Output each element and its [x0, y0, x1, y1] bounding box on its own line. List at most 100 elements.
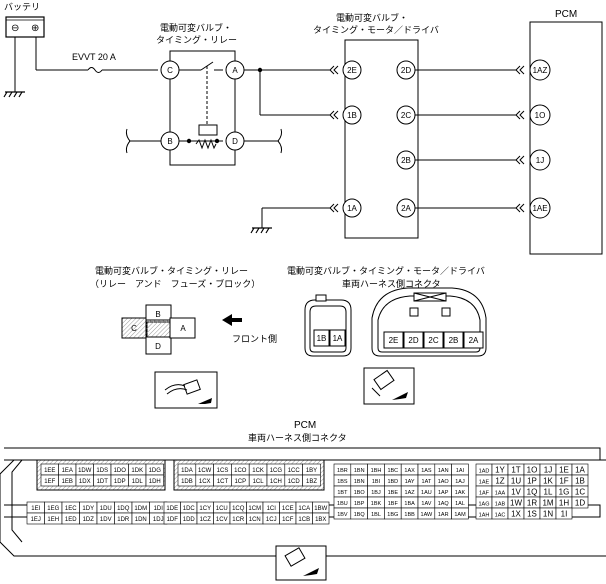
svg-text:1CQ: 1CQ — [232, 506, 245, 512]
pcm-conn-cell: 1B — [571, 474, 589, 487]
svg-text:1CM: 1CM — [248, 506, 261, 512]
pcm-conn-cell: 1AQ — [434, 496, 452, 509]
svg-text:C: C — [167, 66, 173, 75]
pcm-conn-cell: 1EB — [58, 474, 77, 487]
pcm-conn-cell: 1CB — [295, 512, 313, 525]
pcm-conn-cell: 1DN — [131, 512, 150, 525]
pcm-conn-cell: 1CR — [229, 512, 247, 525]
pcm-conn-cell: 1W — [507, 496, 525, 509]
connector-symbols — [329, 65, 525, 213]
svg-text:1DS: 1DS — [96, 468, 108, 474]
svg-text:1AD: 1AD — [479, 468, 490, 474]
svg-text:1I: 1I — [561, 509, 568, 518]
pcm-conn-cell: 1CK — [248, 463, 268, 476]
relay-conn-pin-a: A — [180, 324, 186, 333]
pcm-conn-cell: 1AV — [417, 496, 436, 509]
svg-text:1DZ: 1DZ — [83, 517, 95, 523]
svg-text:1BY: 1BY — [306, 468, 317, 474]
pcm-conn-cell: 1BV — [333, 507, 352, 520]
pcm-conn-cell: 1DD — [180, 512, 198, 525]
svg-text:1N: 1N — [543, 509, 553, 518]
pcm-conn-cell: 1AM — [451, 507, 469, 520]
pcm-conn-cell: 1I — [555, 507, 573, 520]
svg-text:1L: 1L — [544, 487, 553, 496]
svg-text:2C: 2C — [401, 111, 411, 120]
svg-text:1CO: 1CO — [234, 468, 247, 474]
pcm-conn-cell: 1J — [539, 463, 557, 476]
svg-text:1Y: 1Y — [495, 465, 505, 474]
svg-text:1BL: 1BL — [371, 512, 381, 518]
pcm-pin-1az: 1AZ — [529, 59, 551, 81]
svg-text:1CW: 1CW — [198, 468, 212, 474]
pcm-conn-cell: 1ED — [61, 512, 80, 525]
svg-text:1DV: 1DV — [100, 517, 112, 523]
svg-text:1B: 1B — [347, 111, 357, 120]
motor-connector-title-line1: 電動可変バルブ・タイミング・モータ／ドライバ — [287, 265, 485, 276]
svg-text:1AL: 1AL — [455, 501, 465, 507]
svg-text:1CS: 1CS — [217, 468, 229, 474]
svg-text:1CF: 1CF — [282, 517, 294, 523]
svg-text:1CT: 1CT — [217, 479, 229, 485]
battery-label: バッテリ — [4, 2, 40, 12]
svg-text:1DJ: 1DJ — [153, 517, 164, 523]
pcm-conn-cell: 1CC — [284, 463, 303, 476]
connector-chevron — [329, 203, 339, 213]
svg-text:1DR: 1DR — [117, 517, 130, 523]
pcm-conn-cell: 1CI — [262, 501, 280, 514]
pcm-conn-cell: 1DO — [110, 463, 129, 476]
svg-text:1AP: 1AP — [438, 490, 449, 496]
pcm-box — [529, 21, 603, 255]
svg-text:1EC: 1EC — [65, 506, 77, 512]
pcm-conn-cell: 1AS — [417, 463, 436, 476]
pcm-conn-cell: 1EA — [58, 463, 77, 476]
pcm-conn-cell: 1AI — [451, 463, 469, 476]
pcm-conn-cell: 1U — [507, 474, 525, 487]
relay-junction-right — [214, 138, 220, 144]
svg-text:1DH: 1DH — [149, 479, 161, 485]
motor-conn-pin-2e: 2E — [383, 331, 404, 349]
svg-text:1AR: 1AR — [438, 512, 449, 518]
pcm-conn-cell: 1DT — [93, 474, 112, 487]
pcm-conn-cell: 1L — [539, 485, 557, 498]
pcm-label: PCM — [555, 9, 577, 20]
svg-text:1DA: 1DA — [181, 468, 193, 474]
svg-text:1BF: 1BF — [388, 501, 399, 507]
svg-text:1DX: 1DX — [79, 479, 91, 485]
pcm-conn-cell: 1DY — [79, 501, 98, 514]
svg-text:1R: 1R — [527, 498, 537, 507]
svg-text:1DU: 1DU — [100, 506, 112, 512]
ground-symbol-motor — [250, 227, 272, 234]
pcm-conn-cell: 1BE — [384, 485, 402, 498]
motor-conn-pin-2d: 2D — [403, 331, 424, 349]
pcm-conn-cell: 1BX — [312, 512, 330, 525]
motor-pin-2d: 2D — [396, 60, 416, 80]
pcm-conn-cell: 1EH — [44, 512, 63, 525]
pcm-conn-cell: 1DQ — [114, 501, 133, 514]
svg-text:1EI: 1EI — [31, 506, 40, 512]
relay-title-line1: 電動可変バルブ・ — [160, 22, 232, 33]
svg-text:1CC: 1CC — [288, 468, 301, 474]
svg-text:1CU: 1CU — [216, 506, 228, 512]
motor-pin-2e: 2E — [342, 60, 362, 80]
pcm-pin-1o: 1O — [529, 104, 551, 126]
motor-conn-pin-1b: 1B — [317, 334, 327, 343]
pcm-conn-cell: 1BG — [384, 507, 402, 520]
svg-text:1AE: 1AE — [479, 479, 490, 485]
svg-text:1J: 1J — [536, 156, 544, 165]
motor-pin-1b: 1B — [342, 105, 362, 125]
pcm-conn-cell: 1V — [507, 485, 525, 498]
svg-text:1CP: 1CP — [234, 479, 246, 485]
pcm-conn-cell: 1CP — [231, 474, 250, 487]
svg-text:2A: 2A — [469, 336, 479, 345]
svg-text:1AZ: 1AZ — [533, 66, 548, 75]
connector-chevron — [515, 65, 525, 75]
pcm-conn-cell: 1BF — [384, 496, 402, 509]
pcm-conn-cell: 1BP — [350, 496, 368, 509]
pcm-conn-cell: 1DH — [145, 474, 164, 487]
svg-text:1AH: 1AH — [479, 512, 490, 518]
pcm-conn-cell: 1CX — [195, 474, 214, 487]
pcm-conn-cell: 1DL — [128, 474, 147, 487]
battery-minus-terminal: ⊖ — [11, 23, 19, 34]
